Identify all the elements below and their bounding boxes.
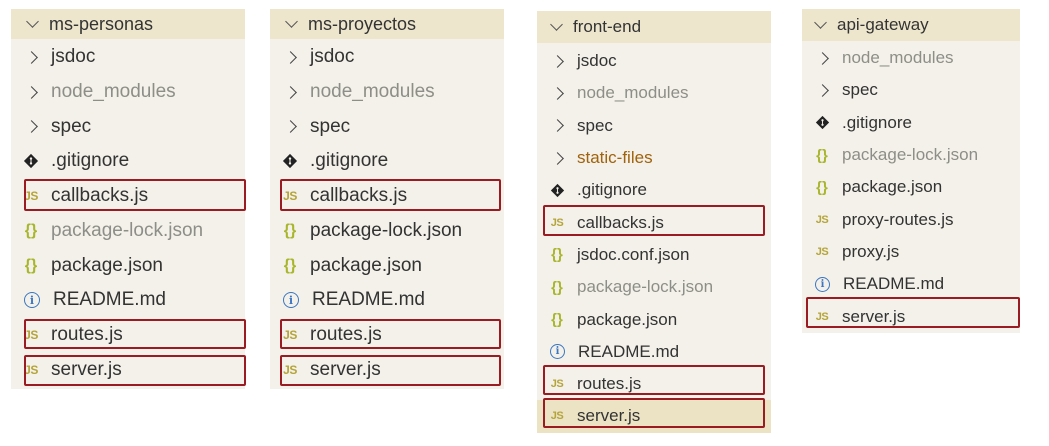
folder-title: front-end bbox=[573, 17, 642, 36]
tree-item-callbacks-js[interactable]: JS callbacks.js bbox=[537, 207, 771, 239]
tree-item-server-js[interactable]: JS server.js bbox=[537, 400, 771, 433]
tree-item-server-js[interactable]: JS server.js bbox=[11, 352, 245, 387]
chevron-right-icon bbox=[537, 54, 577, 68]
chevron-right-icon bbox=[270, 50, 310, 64]
git-icon bbox=[802, 115, 842, 130]
tree-item-proxy-routes-js[interactable]: JS proxy-routes.js bbox=[802, 204, 1020, 236]
tree-item-spec[interactable]: spec bbox=[537, 110, 771, 142]
tree-item-static-files[interactable]: static-files bbox=[537, 142, 771, 174]
tree-item-proxy-js[interactable]: JS proxy.js bbox=[802, 236, 1020, 268]
tree-item-gitignore[interactable]: .gitignore bbox=[802, 107, 1020, 139]
folder-title: api-gateway bbox=[837, 15, 929, 34]
tree-item-package-json[interactable]: {} package.json bbox=[802, 171, 1020, 203]
json-file-icon: {} bbox=[551, 246, 563, 264]
chevron-down-icon bbox=[26, 14, 39, 28]
tree-item-package-json[interactable]: {} package.json bbox=[270, 248, 504, 283]
tree-item-jsdoc-conf-json[interactable]: {} jsdoc.conf.json bbox=[537, 239, 771, 271]
js-file-icon: JS bbox=[815, 245, 829, 258]
tree-item-package-lock-json[interactable]: {} package-lock.json bbox=[270, 214, 504, 249]
tree-item-jsdoc[interactable]: jsdoc bbox=[270, 40, 504, 75]
chevron-down-icon bbox=[814, 15, 827, 29]
tree-item-readme[interactable]: i README.md bbox=[11, 283, 245, 318]
info-icon: i bbox=[24, 292, 40, 309]
chevron-down-icon bbox=[285, 14, 298, 28]
chevron-right-icon bbox=[270, 85, 310, 99]
chevron-right-icon bbox=[11, 85, 51, 99]
tree-item-package-lock-json[interactable]: {} package-lock.json bbox=[11, 214, 245, 249]
json-file-icon: {} bbox=[551, 278, 563, 296]
explorer-panel-front-end: front-end jsdoc node_modules spec static… bbox=[537, 11, 771, 433]
folder-header[interactable]: api-gateway bbox=[802, 9, 1020, 41]
chevron-right-icon bbox=[270, 120, 310, 134]
tree-item-readme[interactable]: i README.md bbox=[270, 283, 504, 318]
js-file-icon: JS bbox=[283, 362, 297, 377]
folder-title: ms-proyectos bbox=[308, 13, 417, 34]
tree-item-callbacks-js[interactable]: JS callbacks.js bbox=[11, 179, 245, 214]
js-file-icon: JS bbox=[550, 410, 564, 423]
js-file-icon: JS bbox=[283, 189, 297, 204]
git-icon bbox=[537, 183, 577, 198]
folder-header[interactable]: front-end bbox=[537, 11, 771, 43]
tree-item-node-modules[interactable]: node_modules bbox=[537, 77, 771, 109]
js-file-icon: JS bbox=[815, 310, 829, 323]
json-file-icon: {} bbox=[816, 178, 828, 196]
tree-item-gitignore[interactable]: .gitignore bbox=[537, 174, 771, 206]
json-file-icon: {} bbox=[283, 221, 297, 239]
js-file-icon: JS bbox=[815, 213, 829, 226]
folder-title: ms-personas bbox=[49, 13, 154, 34]
tree-item-node-modules[interactable]: node_modules bbox=[802, 42, 1020, 74]
chevron-right-icon bbox=[802, 51, 842, 65]
json-file-icon: {} bbox=[283, 256, 297, 274]
tree-item-package-lock-json[interactable]: {} package-lock.json bbox=[537, 271, 771, 303]
tree-item-readme[interactable]: i README.md bbox=[802, 268, 1020, 300]
js-file-icon: JS bbox=[550, 378, 564, 391]
js-file-icon: JS bbox=[24, 327, 38, 342]
js-file-icon: JS bbox=[550, 216, 564, 229]
tree-item-routes-js[interactable]: JS routes.js bbox=[270, 318, 504, 353]
chevron-right-icon bbox=[11, 50, 51, 64]
info-icon: i bbox=[283, 292, 299, 309]
folder-header[interactable]: ms-proyectos bbox=[270, 9, 504, 39]
tree-item-jsdoc[interactable]: jsdoc bbox=[537, 45, 771, 77]
chevron-right-icon bbox=[802, 84, 842, 97]
tree-item-package-lock-json[interactable]: {} package-lock.json bbox=[802, 139, 1020, 171]
tree-item-jsdoc[interactable]: jsdoc bbox=[11, 40, 245, 75]
tree-item-spec[interactable]: spec bbox=[802, 74, 1020, 106]
chevron-right-icon bbox=[537, 151, 577, 165]
js-file-icon: JS bbox=[24, 189, 38, 204]
tree-item-node-modules[interactable]: node_modules bbox=[11, 75, 245, 110]
tree-item-spec[interactable]: spec bbox=[270, 109, 504, 144]
git-icon bbox=[270, 153, 310, 169]
tree-item-node-modules[interactable]: node_modules bbox=[270, 75, 504, 110]
json-file-icon: {} bbox=[24, 256, 38, 274]
tree-item-readme[interactable]: i README.md bbox=[537, 336, 771, 368]
tree-item-spec[interactable]: spec bbox=[11, 109, 245, 144]
tree-item-routes-js[interactable]: JS routes.js bbox=[11, 318, 245, 353]
tree-item-server-js[interactable]: JS server.js bbox=[802, 300, 1020, 332]
tree-item-gitignore[interactable]: .gitignore bbox=[11, 144, 245, 179]
json-file-icon: {} bbox=[24, 221, 38, 239]
folder-header[interactable]: ms-personas bbox=[11, 9, 245, 39]
info-icon: i bbox=[550, 344, 565, 360]
js-file-icon: JS bbox=[24, 362, 38, 377]
js-file-icon: JS bbox=[283, 327, 297, 342]
json-file-icon: {} bbox=[551, 311, 563, 329]
chevron-down-icon bbox=[550, 17, 563, 31]
chevron-right-icon bbox=[537, 87, 577, 100]
tree-item-package-json[interactable]: {} package.json bbox=[11, 248, 245, 283]
tree-item-package-json[interactable]: {} package.json bbox=[537, 303, 771, 335]
info-icon: i bbox=[815, 276, 830, 292]
tree-item-routes-js[interactable]: JS routes.js bbox=[537, 368, 771, 400]
explorer-panel-api-gateway: api-gateway node_modules spec .gitignore… bbox=[802, 9, 1020, 333]
tree-item-callbacks-js[interactable]: JS callbacks.js bbox=[270, 179, 504, 214]
explorer-panel-ms-proyectos: ms-proyectos jsdoc node_modules spec .gi… bbox=[270, 9, 504, 389]
json-file-icon: {} bbox=[816, 146, 828, 164]
chevron-right-icon bbox=[11, 120, 51, 134]
tree-item-server-js[interactable]: JS server.js bbox=[270, 352, 504, 387]
git-icon bbox=[11, 153, 51, 169]
tree-item-gitignore[interactable]: .gitignore bbox=[270, 144, 504, 179]
explorer-panel-ms-personas: ms-personas jsdoc node_modules spec .git… bbox=[11, 9, 245, 389]
chevron-right-icon bbox=[537, 119, 577, 133]
